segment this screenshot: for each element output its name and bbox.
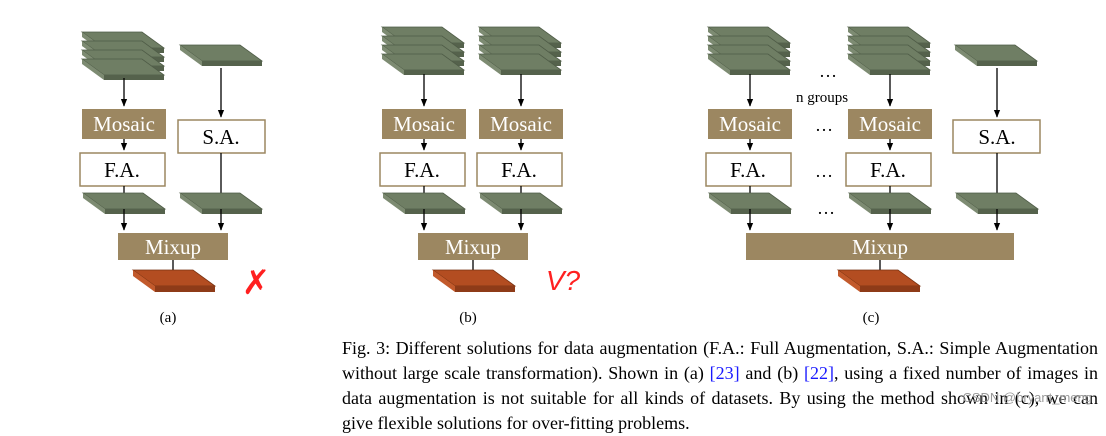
fa-box bbox=[476, 152, 563, 187]
mosaic-box bbox=[382, 109, 466, 139]
subcaption-b: (b) bbox=[459, 310, 477, 326]
output-image bbox=[132, 269, 216, 293]
mosaic-box bbox=[82, 109, 166, 139]
ellipsis: … bbox=[815, 115, 833, 135]
ellipsis: … bbox=[815, 161, 833, 181]
subcaption-a: (a) bbox=[160, 310, 177, 326]
sa-box bbox=[177, 119, 266, 154]
panel-b: Mosaic Mosaic F.A. F.A. Mixup V? (b) bbox=[379, 27, 581, 326]
mixup-box bbox=[418, 233, 528, 260]
fa-label: F.A. bbox=[501, 158, 537, 182]
output-image bbox=[432, 269, 516, 293]
mixup-box bbox=[118, 233, 228, 260]
sa-box bbox=[952, 119, 1041, 154]
fa-box bbox=[705, 152, 792, 187]
mosaic-label: Mosaic bbox=[859, 112, 921, 136]
sa-label: S.A. bbox=[202, 125, 239, 149]
image-stack bbox=[382, 27, 464, 75]
ellipsis: … bbox=[817, 198, 835, 218]
panel-a: Mosaic F.A. S.A. Mixup ✗ (a) bbox=[79, 32, 271, 326]
figure-caption: Fig. 3: Different solutions for data aug… bbox=[342, 336, 1098, 436]
mixup-box bbox=[746, 233, 1014, 260]
caption-text-2: and (b) bbox=[739, 363, 804, 383]
mosaic-label: Mosaic bbox=[393, 112, 455, 136]
mosaic-box bbox=[848, 109, 932, 139]
n-groups-label: n groups bbox=[796, 90, 848, 106]
mixup-label: Mixup bbox=[145, 235, 201, 259]
fa-label: F.A. bbox=[870, 158, 906, 182]
mosaic-box bbox=[479, 109, 563, 139]
ellipsis: … bbox=[819, 61, 837, 81]
panel-c: … n groups Mosaic … Mosaic S.A. F.A. … F… bbox=[705, 27, 1041, 326]
mosaic-label: Mosaic bbox=[490, 112, 552, 136]
output-image bbox=[837, 269, 921, 293]
mixup-label: Mixup bbox=[445, 235, 501, 259]
fa-box bbox=[79, 152, 166, 187]
citation-link-23[interactable]: [23] bbox=[709, 363, 740, 383]
mosaic-label: Mosaic bbox=[93, 112, 155, 136]
image-single bbox=[954, 44, 1038, 67]
sa-label: S.A. bbox=[978, 125, 1015, 149]
image-stack bbox=[708, 27, 790, 75]
fa-box bbox=[845, 152, 932, 187]
image-stack bbox=[479, 27, 561, 75]
augmentation-diagram: Mosaic F.A. S.A. Mixup ✗ (a) Mosaic Mosa… bbox=[79, 0, 1041, 326]
fa-label: F.A. bbox=[730, 158, 766, 182]
watermark: CSDN @bryant_meng bbox=[962, 390, 1092, 405]
image-stack bbox=[848, 27, 930, 75]
mosaic-label: Mosaic bbox=[719, 112, 781, 136]
cross-annotation: ✗ bbox=[242, 264, 271, 302]
caption-text-1: Fig. 3: Different solutions for data aug… bbox=[342, 338, 1098, 383]
check-annotation: V? bbox=[546, 265, 581, 296]
fa-label: F.A. bbox=[104, 158, 140, 182]
citation-link-22[interactable]: [22] bbox=[804, 363, 834, 383]
subcaption-c: (c) bbox=[863, 310, 880, 326]
fa-box bbox=[379, 152, 466, 187]
mosaic-box bbox=[708, 109, 792, 139]
image-single bbox=[179, 44, 263, 67]
mixup-label: Mixup bbox=[852, 235, 908, 259]
fa-label: F.A. bbox=[404, 158, 440, 182]
image-stack bbox=[82, 32, 164, 80]
